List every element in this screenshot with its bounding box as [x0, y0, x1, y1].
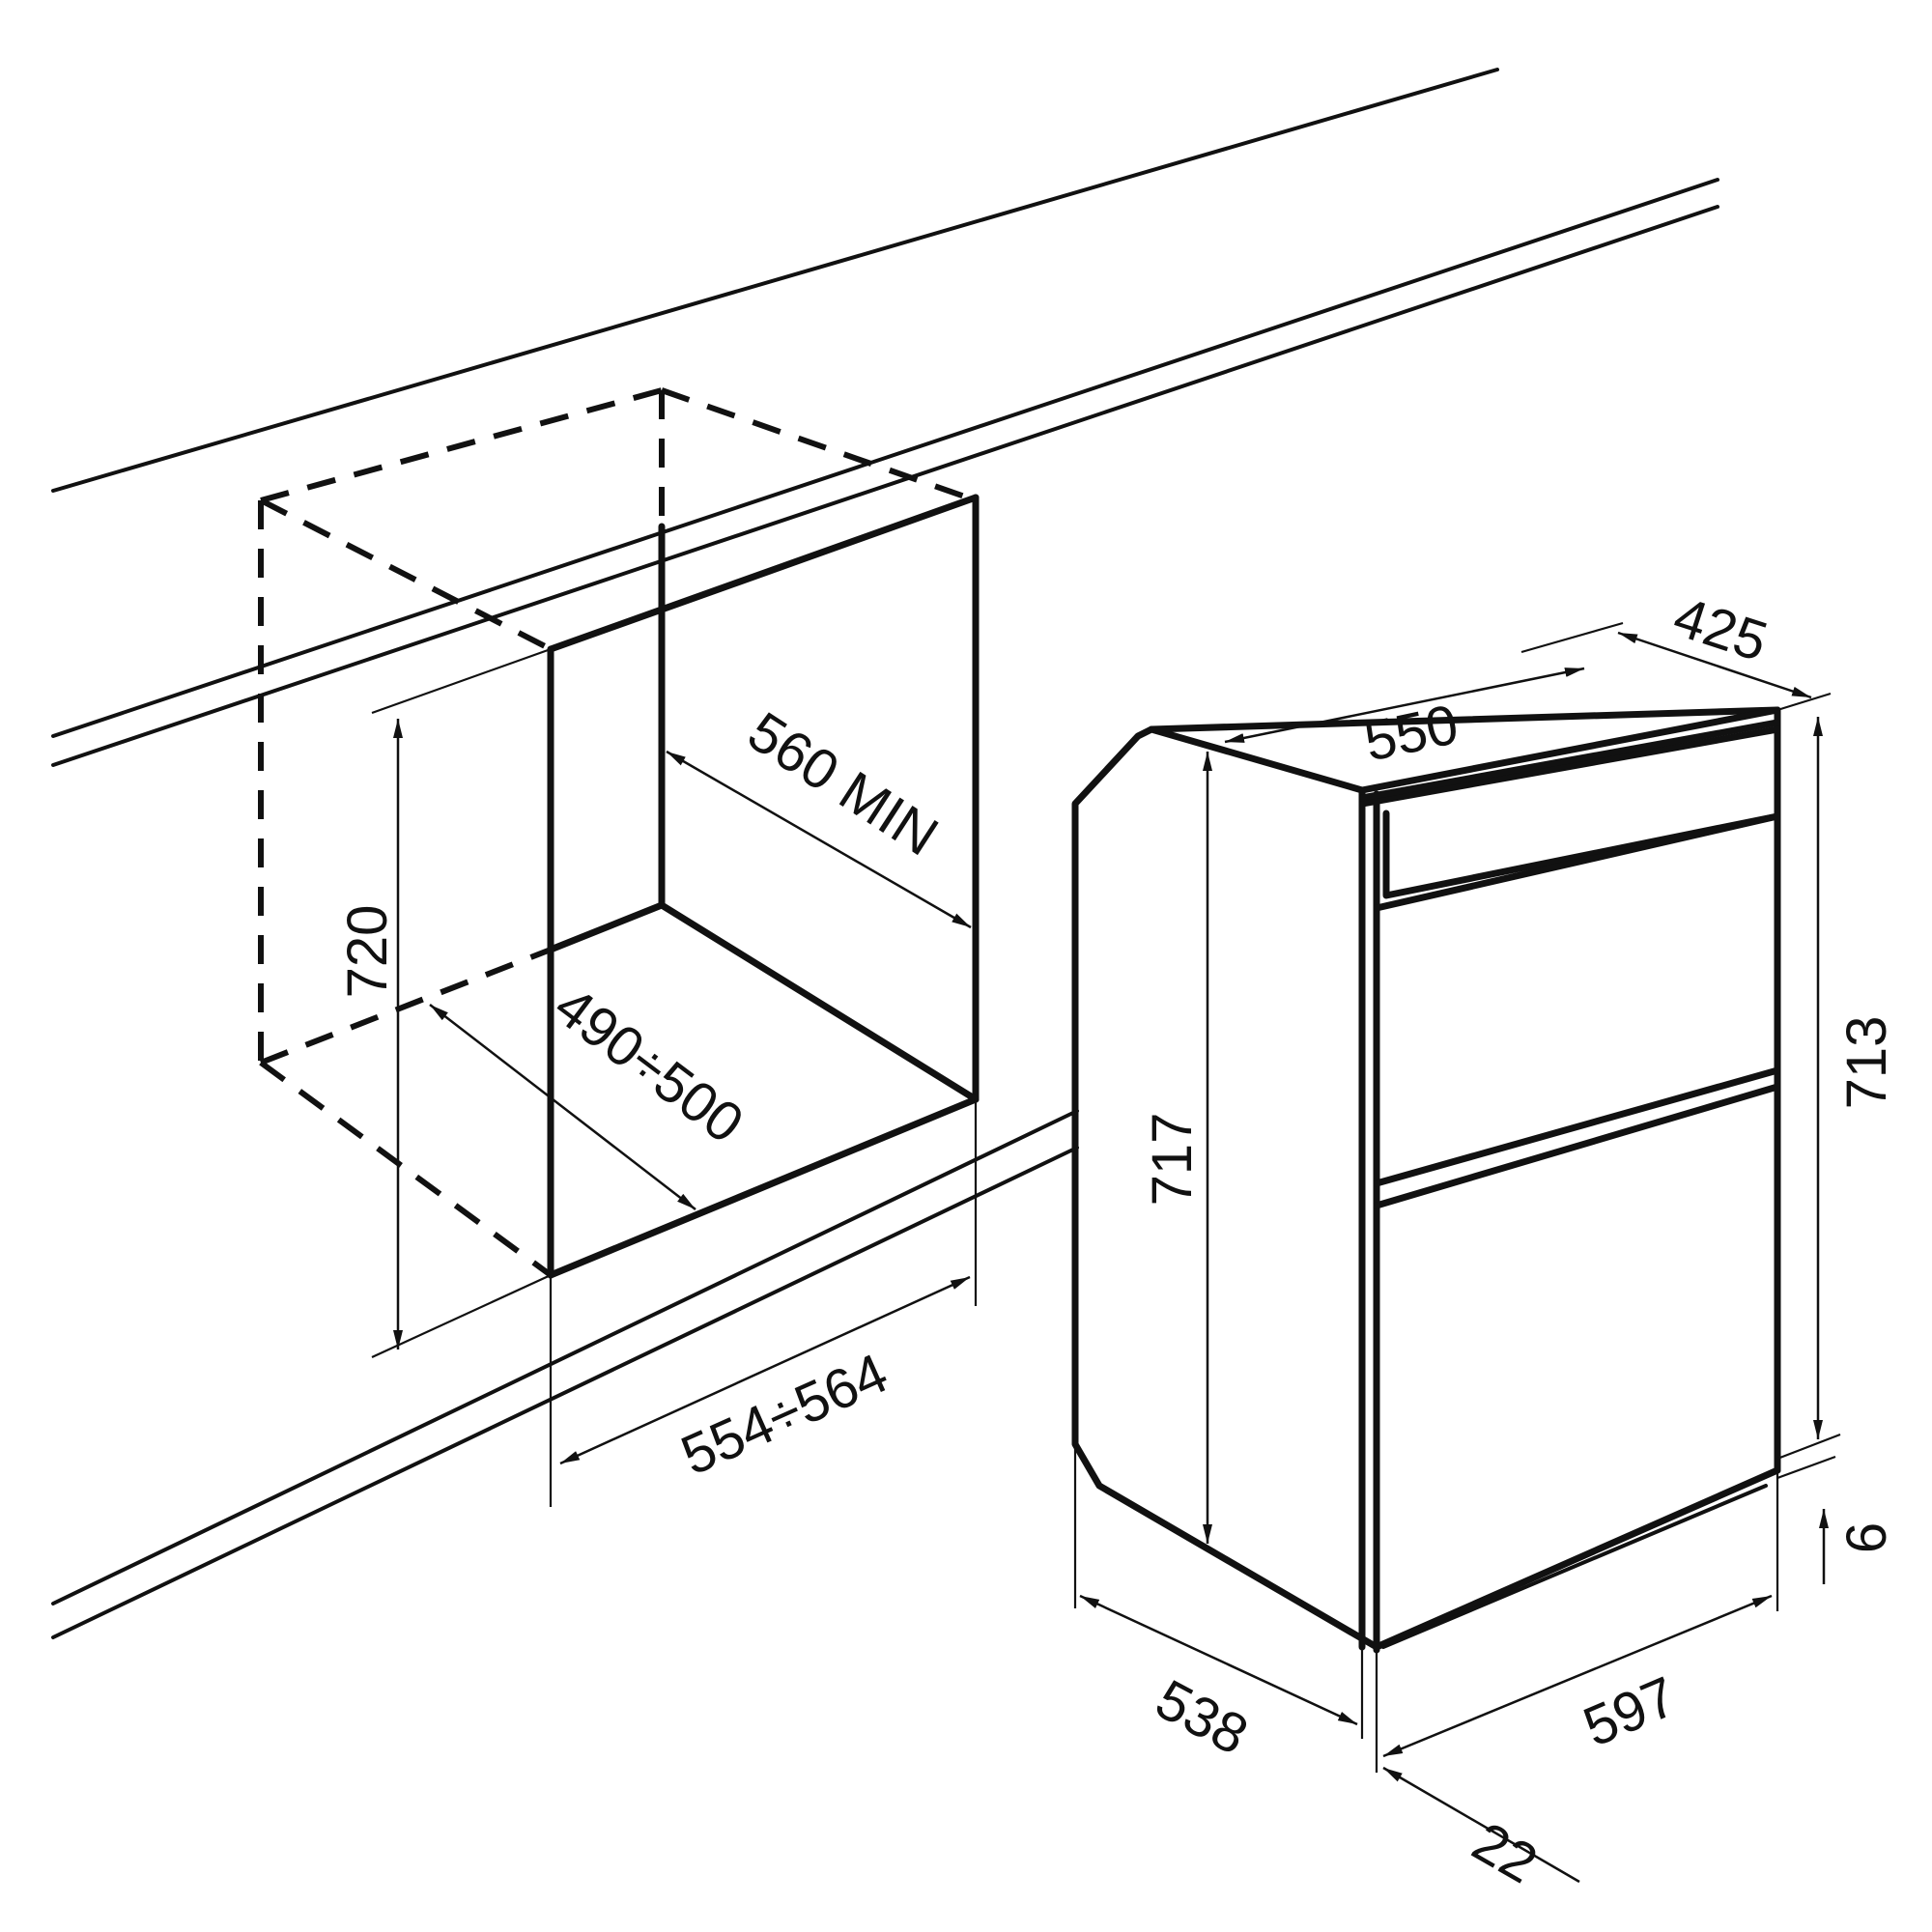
dim-line-depth-range	[429, 1004, 696, 1210]
cutout-hidden-edges	[258, 387, 977, 1278]
label-body-height: 717	[1141, 1113, 1204, 1207]
dim-line-top-depth	[1617, 631, 1812, 699]
appliance-dimensions	[1073, 621, 1841, 1884]
label-depth: 538	[1146, 1667, 1258, 1767]
label-foot-gap: 6	[1835, 1522, 1898, 1553]
label-front-height: 713	[1835, 1016, 1898, 1110]
dim-line-depth-min	[666, 750, 972, 929]
label-top-width: 550	[1359, 693, 1463, 774]
dim-line-width	[1382, 1594, 1773, 1758]
label-cutout-height: 720	[336, 905, 399, 999]
label-cutout-width-range: 554÷564	[672, 1342, 896, 1488]
label-top-depth: 425	[1666, 585, 1775, 674]
dim-line-depth	[1079, 1594, 1358, 1726]
label-width: 597	[1575, 1664, 1685, 1759]
label-cutout-depth-range: 490÷500	[543, 975, 754, 1156]
dim-line-top-width	[1224, 667, 1585, 744]
cutout-visible-edges	[547, 494, 980, 1279]
dim-line-width-range	[559, 1275, 971, 1465]
dim-line-door-offset	[1382, 1766, 1580, 1884]
label-cutout-depth-min: 560 MIN	[737, 700, 949, 868]
label-door-offset: 22	[1463, 1810, 1548, 1896]
cutout-labels: 720 560 MIN 490÷500 554÷564	[336, 700, 949, 1488]
appliance-front-panels	[1373, 810, 1781, 1474]
cutout-dimensions	[371, 647, 978, 1507]
